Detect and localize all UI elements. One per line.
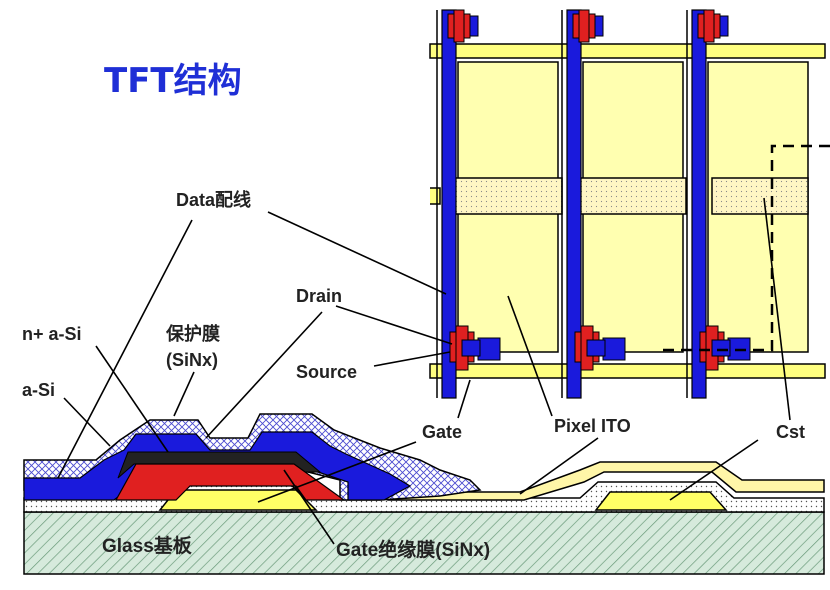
label-asi: a-Si [22,380,55,400]
page-title: TFT结构 [104,61,242,101]
cst-electrode [594,491,728,511]
data-line-1 [441,9,457,399]
label-drain: Drain [296,286,342,306]
asi-channel-layer [114,463,346,501]
label-cst: Cst [776,422,805,442]
label-pixel-ito: Pixel ITO [554,416,631,436]
label-gate-insulator: Gate绝缘膜(SiNx) [336,538,490,561]
tft-device-top-2 [572,9,604,43]
gate-line-bottom [429,363,826,379]
tft-device-top-1 [447,9,479,43]
cst-strip-1 [449,177,563,215]
glass-substrate [23,511,825,575]
tft-device-bottom-3 [699,325,751,371]
data-line-3 [691,9,707,399]
tft-device-top-3 [697,9,729,43]
tft-device-bottom-1 [449,325,501,371]
label-passivation-sub: (SiNx) [166,350,218,370]
leader-lines [57,197,791,545]
label-glass: Glass基板 [102,534,193,557]
labels: Data配线 Drain n+ a-Si 保护膜 (SiNx) a-Si Sou… [22,189,805,561]
gate-line-top [429,43,826,59]
pixel-ito-layer [387,461,825,501]
data-line-2 [566,9,582,399]
cst-strip-3 [711,177,809,215]
label-gate: Gate [422,422,462,442]
label-passivation: 保护膜 [165,323,220,344]
label-source: Source [296,362,357,382]
cst-strip-2 [577,177,687,215]
label-n-plus-asi: n+ a-Si [22,324,82,344]
dashed-highlight-box [660,144,830,352]
pixel-array-top-view [429,9,830,399]
label-data-line: Data配线 [176,189,251,210]
tft-device-bottom-2 [574,325,626,371]
cross-section-view [23,413,825,575]
